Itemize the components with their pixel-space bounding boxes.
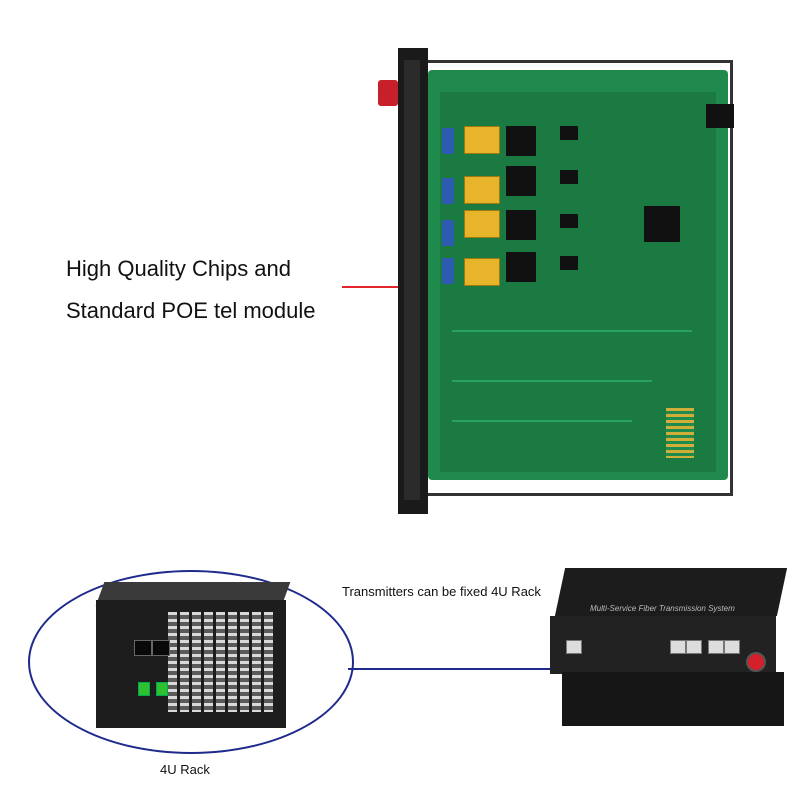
capacitor (442, 220, 454, 246)
rack-slot (168, 612, 177, 712)
capacitor (442, 178, 454, 204)
pcb-trace (452, 330, 692, 332)
rack-slot (216, 612, 225, 712)
ic-chip (560, 126, 578, 140)
rack-slot (180, 612, 189, 712)
rack-caption: 4U Rack (160, 762, 210, 777)
rack-slot (240, 612, 249, 712)
transmitters-caption: Transmitters can be fixed 4U Rack (342, 584, 541, 599)
dc-jack (706, 104, 734, 128)
rj11-port (724, 640, 740, 654)
transceiver-second-unit (562, 672, 784, 726)
pcb-trace (452, 420, 632, 422)
rack-slot (228, 612, 237, 712)
rj11-port (670, 640, 686, 654)
power-switch (156, 682, 168, 696)
power-switch (138, 682, 150, 696)
capacitor (442, 258, 454, 284)
rack-slot (264, 612, 273, 712)
transformer (506, 126, 536, 156)
pcb-trace (452, 380, 652, 382)
transformer (506, 210, 536, 240)
transformer (506, 252, 536, 282)
transceiver-front (550, 616, 776, 674)
capacitor (442, 128, 454, 154)
rj11-port (686, 640, 702, 654)
rj11-port (708, 640, 724, 654)
ic-chip (560, 214, 578, 228)
relay (464, 258, 500, 286)
device-label: Multi-Service Fiber Transmission System (590, 604, 735, 613)
relay (464, 210, 500, 238)
headline-line-1: High Quality Chips and (66, 256, 292, 281)
front-panel-inner (404, 60, 420, 500)
main-processor-chip (644, 206, 680, 242)
pcb-tray (425, 60, 733, 496)
gold-finger-connector (666, 408, 694, 458)
ic-chip (560, 170, 578, 184)
rack-slot (204, 612, 213, 712)
relay (464, 126, 500, 154)
ethernet-port (566, 640, 582, 654)
transformer (506, 166, 536, 196)
rack-slot (252, 612, 261, 712)
red-knob (378, 80, 398, 106)
rack-slot (192, 612, 201, 712)
fiber-port (746, 652, 766, 672)
pointer-line (342, 286, 416, 288)
relay (464, 176, 500, 204)
power-socket (152, 640, 170, 656)
headline-line-2: Standard POE tel module (66, 298, 316, 323)
connector-line (348, 668, 558, 670)
ic-chip (560, 256, 578, 270)
power-socket (134, 640, 152, 656)
rack-highlight-oval (28, 570, 354, 754)
